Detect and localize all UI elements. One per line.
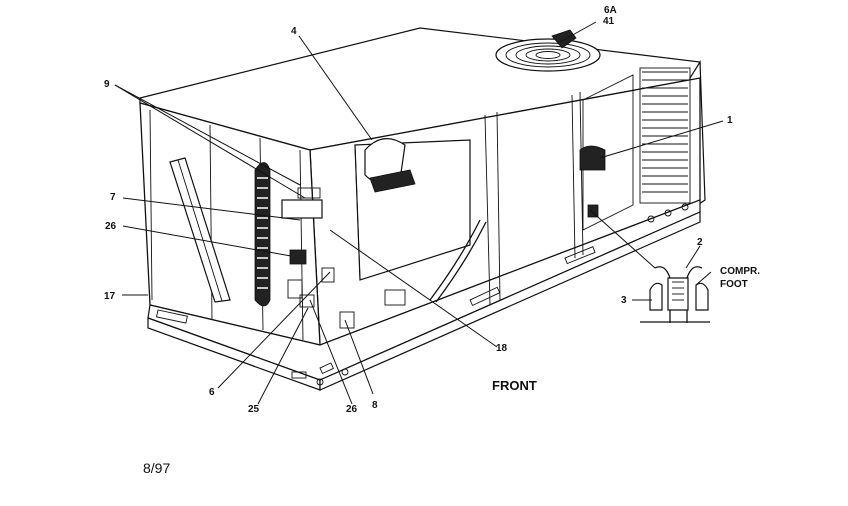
callout-labels: 6A 41 4 9 1 7 26 17 2 3 COMPR. FOOT 18 6… [104,5,760,476]
compressor-foot-detail [632,245,712,323]
label-25: 25 [248,404,260,415]
label-18: 18 [496,343,508,354]
leader-lines [114,21,724,405]
label-6a: 6A [604,5,617,16]
label-3: 3 [621,295,627,306]
label-6: 6 [209,387,215,398]
date-code: 8/97 [143,460,170,476]
front-label: FRONT [492,378,537,393]
condenser-coil [639,67,691,204]
label-7: 7 [110,192,116,203]
label-2: 2 [697,237,703,248]
condenser-fan-guard [495,29,601,72]
label-26-lower: 26 [346,404,358,415]
label-17: 17 [104,291,116,302]
label-41: 41 [603,16,615,27]
label-foot: FOOT [720,279,748,290]
label-26-upper: 26 [105,221,117,232]
label-1: 1 [727,115,733,126]
interior-panels [149,74,634,341]
label-compr: COMPR. [720,266,760,277]
label-9: 9 [104,79,110,90]
label-8: 8 [372,400,378,411]
label-4: 4 [291,26,297,37]
